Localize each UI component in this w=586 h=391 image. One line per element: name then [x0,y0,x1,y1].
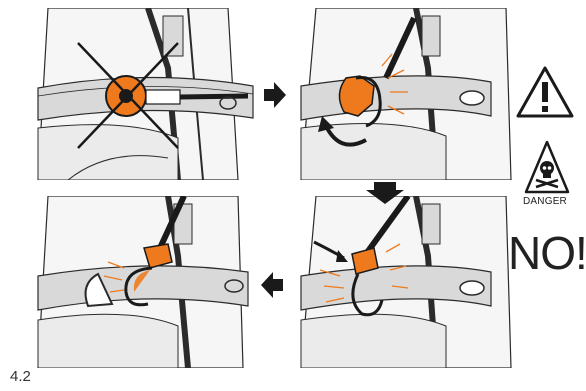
panel-incorrect-attachment [28,8,260,180]
arrow-left-icon [261,272,283,298]
arrow-right-icon [264,82,286,108]
panel-hook-approach [296,8,528,180]
warning-icon [516,66,574,123]
arrow-down-icon [366,182,404,204]
harness-illustration-1 [28,8,260,180]
harness-illustration-3 [296,196,528,368]
danger-label: DANGER [514,196,576,207]
panel-hook-released [28,196,260,368]
panel-hook-rotation [296,196,528,368]
harness-illustration-2 [296,8,528,180]
figure-label: 4.2 [10,368,31,385]
no-label: NO! [508,226,586,280]
skull-danger-icon [524,140,570,199]
harness-illustration-4 [28,196,260,368]
